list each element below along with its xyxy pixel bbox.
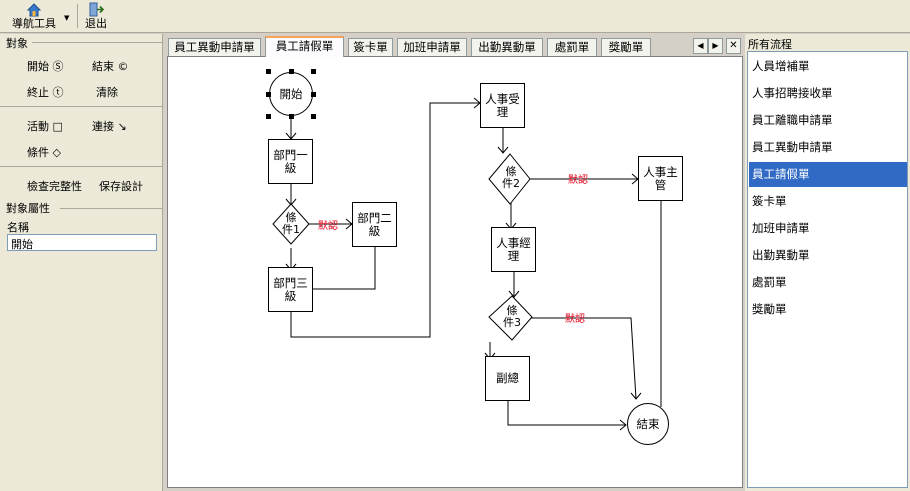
condition-1-diamond [272, 203, 310, 245]
dept-level-3-node[interactable]: 部門三級 [268, 267, 313, 312]
exit-icon [89, 2, 104, 17]
list-item[interactable]: 簽卡單 [752, 194, 787, 208]
all-flows-title: 所有流程 [748, 38, 792, 51]
exit-label: 退出 [85, 17, 107, 30]
list-item[interactable]: 加班申請單 [752, 221, 810, 235]
selection-handle[interactable] [311, 92, 316, 97]
objects-section-title: 對象 [6, 37, 28, 50]
list-item[interactable]: 獎勵單 [752, 302, 787, 316]
connectors [272, 97, 662, 431]
condition-tool[interactable]: 條件 ◇ [27, 146, 61, 159]
end-node[interactable]: 結束 [627, 403, 669, 445]
selection-handle[interactable] [311, 69, 316, 74]
selection-handle[interactable] [266, 92, 271, 97]
hr-head-node[interactable]: 人事主管 [638, 156, 683, 201]
toolbar-separator [77, 4, 78, 28]
tab-prev-button[interactable]: ◀ [693, 38, 708, 54]
tab-leave-request[interactable]: 員工請假單 [265, 36, 344, 57]
condition-3-label: 條件3 [503, 304, 521, 329]
divider [0, 166, 163, 167]
clear-tool[interactable]: 清除 [96, 86, 118, 99]
selection-handle[interactable] [289, 69, 294, 74]
right-panel: 所有流程 人員增補單 人事招聘接收單 員工離職申請單 員工異動申請單 員工請假單… [745, 34, 910, 491]
selection-handle[interactable] [289, 114, 294, 119]
selection-handle[interactable] [266, 114, 271, 119]
name-label: 名稱 [7, 221, 29, 234]
nav-tools-label: 導航工具 [12, 17, 56, 30]
tab-overtime[interactable]: 加班申請單 [397, 38, 467, 56]
condition-2-label: 條件2 [502, 165, 520, 190]
list-item[interactable]: 員工異動申請單 [752, 140, 833, 154]
start-tool[interactable]: 開始 Ⓢ [27, 60, 64, 73]
name-field[interactable]: 開始 [7, 234, 157, 251]
list-item-selected[interactable]: 員工請假單 [749, 162, 907, 187]
condition-1-label: 條件1 [282, 211, 300, 236]
start-node[interactable]: 開始 [269, 72, 313, 116]
default-label-2: 默認 [568, 175, 588, 186]
exit-button[interactable]: 退出 [82, 2, 110, 32]
divider [32, 42, 163, 43]
list-item[interactable]: 人員增補單 [752, 59, 810, 73]
list-item[interactable]: 出勤異動單 [752, 248, 810, 262]
tab-next-button[interactable]: ▶ [708, 38, 723, 54]
tab-close-button[interactable]: ✕ [726, 38, 741, 54]
tab-penalty[interactable]: 處罰單 [547, 38, 597, 56]
default-label-3: 默認 [565, 314, 585, 325]
check-integrity-button[interactable]: 檢查完整性 [27, 180, 82, 193]
properties-section-title: 對象屬性 [6, 202, 50, 215]
default-label-1: 默認 [318, 221, 338, 232]
tab-reward[interactable]: 獎勵單 [601, 38, 651, 56]
chevron-down-icon[interactable]: ▼ [64, 14, 70, 22]
activity-tool[interactable]: 活動 □ [27, 120, 63, 133]
list-item[interactable]: 人事招聘接收單 [752, 86, 833, 100]
left-panel: 對象 開始 Ⓢ 結束 © 終止 ⓣ 清除 活動 □ 連接 ↘ 條件 ◇ 檢查完整… [0, 34, 163, 491]
vp-node[interactable]: 副總 [485, 356, 530, 401]
hr-accept-node[interactable]: 人事受理 [480, 83, 525, 128]
dept-level-2-node[interactable]: 部門二級 [352, 202, 397, 247]
tab-attendance-change[interactable]: 出勤異動單 [471, 38, 543, 56]
flow-list[interactable]: 人員增補單 人事招聘接收單 員工離職申請單 員工異動申請單 員工請假單 簽卡單 … [747, 51, 908, 488]
tab-employee-transfer[interactable]: 員工異動申請單 [168, 38, 261, 56]
home-icon [26, 3, 42, 17]
toolbar: 導航工具 ▼ 退出 [0, 0, 910, 33]
save-design-button[interactable]: 保存設計 [99, 180, 143, 193]
condition-3-diamond [488, 295, 533, 341]
selection-handle[interactable] [311, 114, 316, 119]
nav-tools-button[interactable]: 導航工具 [6, 2, 62, 32]
end-tool[interactable]: 結束 © [92, 60, 129, 73]
selection-handle[interactable] [266, 69, 271, 74]
divider [60, 208, 163, 209]
list-item[interactable]: 員工離職申請單 [752, 113, 833, 127]
connect-tool[interactable]: 連接 ↘ [92, 120, 127, 133]
tab-sign-card[interactable]: 簽卡單 [348, 38, 393, 56]
dept-level-1-node[interactable]: 部門一級 [268, 139, 313, 184]
divider [0, 106, 163, 107]
list-item[interactable]: 處罰單 [752, 275, 787, 289]
tab-navigation: ◀ ▶ ✕ [693, 38, 741, 54]
design-canvas[interactable]: 開始 部門一級 條件1 默認 部門二級 部門三級 人事受理 條件2 默認 人事主… [167, 56, 743, 488]
tab-strip: 員工異動申請單 員工請假單 簽卡單 加班申請單 出勤異動單 處罰單 獎勵單 [168, 36, 743, 57]
hr-manager-node[interactable]: 人事經理 [491, 227, 536, 272]
terminate-tool[interactable]: 終止 ⓣ [27, 86, 64, 99]
condition-2-diamond [488, 153, 531, 205]
